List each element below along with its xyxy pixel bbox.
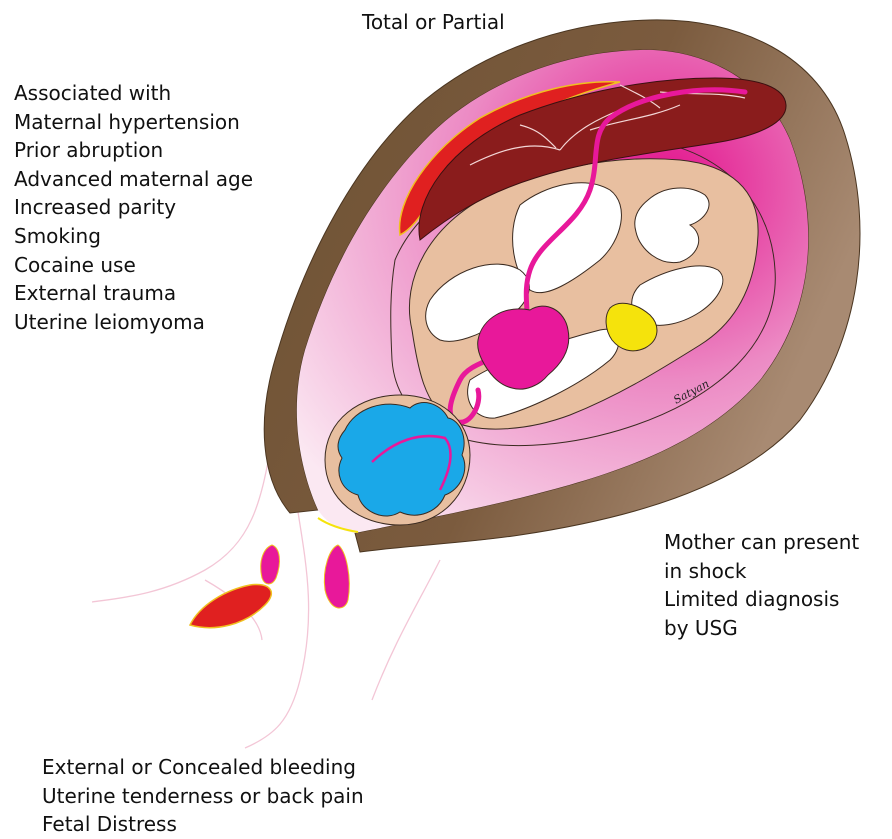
- symptom-line: Uterine tenderness or back pain: [42, 782, 364, 811]
- blood-drop-1: [190, 584, 271, 627]
- associated-item: Maternal hypertension: [14, 108, 253, 137]
- shock-line: by USG: [664, 614, 859, 643]
- associated-list: Associated with Maternal hypertension Pr…: [14, 79, 253, 336]
- associated-item: Associated with: [14, 79, 253, 108]
- blood-drop-2: [261, 545, 280, 584]
- shock-line: in shock: [664, 557, 859, 586]
- shock-line: Limited diagnosis: [664, 585, 859, 614]
- associated-item: Uterine leiomyoma: [14, 308, 253, 337]
- associated-item: Smoking: [14, 222, 253, 251]
- shock-note: Mother can present in shock Limited diag…: [664, 528, 859, 642]
- blood-drop-3: [324, 545, 349, 608]
- associated-item: Prior abruption: [14, 136, 253, 165]
- associated-item: Cocaine use: [14, 251, 253, 280]
- symptom-line: External or Concealed bleeding: [42, 753, 364, 782]
- associated-item: External trauma: [14, 279, 253, 308]
- title-label: Total or Partial: [362, 8, 505, 37]
- shock-line: Mother can present: [664, 528, 859, 557]
- associated-item: Increased parity: [14, 193, 253, 222]
- associated-item: Advanced maternal age: [14, 165, 253, 194]
- symptom-line: Fetal Distress: [42, 810, 364, 839]
- symptoms-note: External or Concealed bleeding Uterine t…: [42, 753, 364, 839]
